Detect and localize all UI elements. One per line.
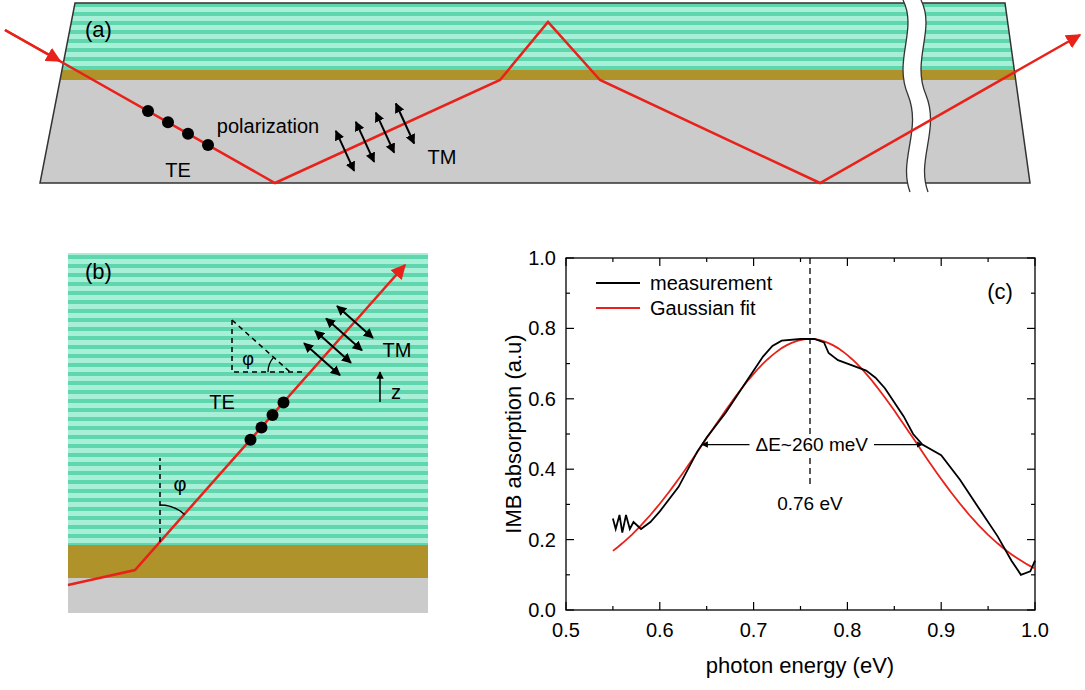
te-dot (267, 409, 279, 421)
light-ray (68, 265, 405, 585)
tick-label: 1.0 (1021, 619, 1049, 641)
annotation: (c) (987, 280, 1013, 304)
tm-arrow (376, 113, 394, 153)
tm-arrow (336, 131, 354, 171)
tick-label: 0.6 (646, 619, 674, 641)
angle-arcs (160, 357, 274, 514)
substrate (68, 578, 428, 613)
gaussian-fit-curve (613, 339, 1035, 569)
annotation: TE (165, 159, 191, 181)
tm-arrows (304, 306, 373, 375)
tick-label: 0.0 (528, 599, 556, 621)
annotation: (b) (85, 260, 112, 284)
tick-label: 1.0 (528, 247, 556, 269)
annotation: polarization (217, 115, 319, 137)
annotation: TM (428, 146, 457, 168)
tm-arrow (356, 122, 374, 162)
annotation: (a) (85, 18, 112, 42)
annotation: TE (209, 391, 235, 413)
annotation: 0.76 eV (774, 494, 846, 515)
tick-label: 0.5 (552, 619, 580, 641)
annotation: φ (174, 473, 187, 495)
te-dot (142, 105, 154, 117)
multilayer (68, 253, 428, 545)
annotation: ΔE~260 meV (752, 434, 871, 455)
te-dots (142, 105, 214, 151)
annotation: z (391, 381, 401, 403)
width-arrow (702, 444, 749, 445)
ray-in-arrow (5, 30, 60, 61)
te-dot (162, 116, 174, 128)
z-arrow (379, 372, 381, 402)
tm-arrow (396, 103, 414, 143)
legend-text: Gaussian fit (650, 297, 756, 319)
annotation: TM (383, 339, 412, 361)
break-mark (903, 0, 931, 192)
tm-arrows (336, 103, 414, 170)
te-dot (245, 434, 257, 446)
te-dot (278, 397, 290, 409)
te-dot (182, 128, 194, 140)
tick-label: 0.2 (528, 529, 556, 551)
te-dots (245, 397, 290, 446)
tick-label: 0.4 (528, 458, 556, 480)
break-gap (903, 0, 931, 192)
axis-ticks (566, 258, 1035, 610)
annotation: φ (242, 350, 254, 370)
tick-label: 0.9 (927, 619, 955, 641)
tick-label: 0.7 (740, 619, 768, 641)
axis-label: IMB absorption (a.u) (502, 334, 526, 533)
axis-label: photon energy (eV) (706, 654, 894, 678)
light-ray (5, 22, 1080, 183)
te-dot (202, 139, 214, 151)
plot-frame (566, 258, 1035, 610)
angle-guides (160, 320, 305, 542)
legend-line (596, 307, 640, 309)
legend-lines (596, 283, 640, 308)
width-arrow (874, 444, 922, 445)
te-dot (256, 421, 268, 433)
waveguide-outline (40, 3, 1030, 183)
tm-arrow (337, 306, 373, 338)
tick-label: 0.8 (528, 317, 556, 339)
tick-label: 0.8 (833, 619, 861, 641)
tick-label: 0.6 (528, 388, 556, 410)
legend-line (596, 282, 640, 284)
legend-text: measurement (650, 272, 772, 294)
measurement-curve (613, 339, 1035, 575)
